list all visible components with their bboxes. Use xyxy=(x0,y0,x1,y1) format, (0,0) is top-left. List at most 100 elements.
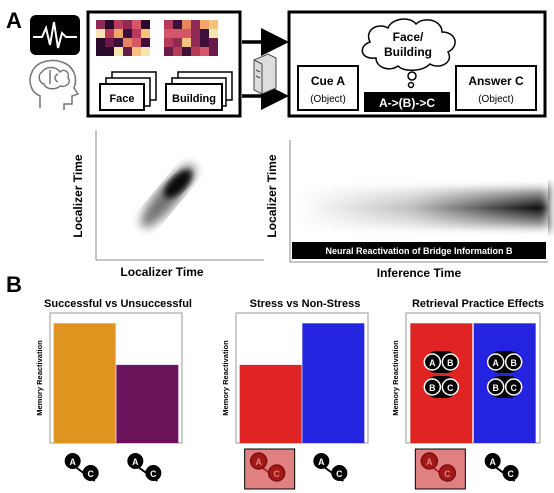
bar xyxy=(53,323,116,443)
memory-node-a xyxy=(423,353,442,371)
heatmap-cell xyxy=(182,20,191,29)
heatmap-cell xyxy=(114,29,123,38)
memory-node-b xyxy=(423,378,442,396)
heatmap-cell xyxy=(182,38,191,47)
stimulus-heatmap-building xyxy=(164,20,218,56)
heatmap-cell xyxy=(209,47,218,56)
heatmap-cell xyxy=(105,38,114,47)
plot2-ylabel: Localizer Time xyxy=(265,154,279,237)
heatmap-cell xyxy=(141,47,150,56)
a-to-c-icon: AC xyxy=(127,453,162,482)
heatmap-cell xyxy=(123,20,132,29)
memory-node-c xyxy=(145,465,162,481)
heatmap-cell xyxy=(191,20,200,29)
memory-node-label: B xyxy=(447,358,453,368)
heatmap-cell xyxy=(209,29,218,38)
answer-sub: (Object) xyxy=(478,94,514,105)
brain-head-icon xyxy=(29,59,80,110)
answer-box xyxy=(455,65,537,111)
heatmap-cell xyxy=(200,38,209,47)
memory-node-label: C xyxy=(273,469,280,479)
heatmap-cell xyxy=(182,29,191,38)
face-stimulus-stack: Face xyxy=(99,71,157,111)
answer-title: Answer C xyxy=(468,74,524,88)
plot2-xlabel: Inference Time xyxy=(377,266,462,280)
cue-sub: (Object) xyxy=(310,94,346,105)
heatmap-cell xyxy=(173,47,182,56)
chain-banner xyxy=(364,92,450,112)
memory-node-label: C xyxy=(444,469,451,479)
memory-node-c xyxy=(331,465,348,481)
bar xyxy=(302,323,365,443)
memory-node-label: C xyxy=(87,469,94,479)
memory-node-c xyxy=(438,464,457,482)
memory-node-label: A xyxy=(429,358,436,368)
heatmap-cell xyxy=(141,38,150,47)
heatmap-cell xyxy=(96,38,105,47)
memory-node-c xyxy=(82,465,99,481)
plot1-ylabel: Localizer Time xyxy=(71,154,85,237)
heatmap-cell xyxy=(114,38,123,47)
cue-box xyxy=(297,65,359,111)
plot-localizer-localizer xyxy=(95,130,264,261)
heatmap-cell xyxy=(123,38,132,47)
heatmap-cell xyxy=(164,38,173,47)
memory-node-label: A xyxy=(132,457,139,467)
memory-node-a xyxy=(486,353,505,371)
heatmap-cell xyxy=(105,47,114,56)
heatmap-cell xyxy=(209,38,218,47)
memory-node-label: C xyxy=(447,383,454,393)
a-to-c-icon: AC xyxy=(414,448,466,490)
heatmap-cell xyxy=(141,20,150,29)
heatmap-cell xyxy=(96,20,105,29)
memory-node-b xyxy=(441,353,460,371)
eeg-icon xyxy=(30,15,80,55)
thought-cloud xyxy=(361,18,456,89)
memory-node-c xyxy=(502,465,519,481)
heatmap-cell xyxy=(182,47,191,56)
memory-node-b xyxy=(486,378,505,396)
memory-node-a xyxy=(249,452,268,470)
memory-node-label: A xyxy=(492,358,499,368)
memory-node-label: B xyxy=(510,358,516,368)
heatmap-cell xyxy=(132,29,141,38)
face-label: Face xyxy=(109,93,134,105)
building-stimulus-stack: Building xyxy=(165,71,233,111)
heatmap-cell xyxy=(105,20,114,29)
heatmap-cell xyxy=(164,47,173,56)
panel-a-label: A xyxy=(6,8,22,33)
heatmap-cell xyxy=(132,38,141,47)
bar xyxy=(116,364,179,443)
memory-node-a xyxy=(420,452,439,470)
heatmap-cell xyxy=(191,29,200,38)
memory-node-label: A xyxy=(69,457,76,467)
heatmap-cell xyxy=(200,20,209,29)
a-to-c-icon: AC xyxy=(484,453,519,482)
server-icon xyxy=(253,53,277,95)
heatmap-cell xyxy=(209,20,218,29)
cue-title: Cue A xyxy=(311,74,346,88)
heatmap-cell xyxy=(200,47,209,56)
heatmap-cell xyxy=(96,47,105,56)
heatmap-cell xyxy=(173,38,182,47)
memory-node-a xyxy=(64,453,81,469)
memory-node-label: A xyxy=(318,457,325,467)
memory-node-label: A xyxy=(255,457,262,467)
memory-node-label: C xyxy=(510,383,517,393)
plot1-xlabel: Localizer Time xyxy=(120,265,203,279)
heatmap-cell xyxy=(132,47,141,56)
heatmap-cell xyxy=(114,20,123,29)
memory-node-label: C xyxy=(150,469,157,479)
heatmap-cell xyxy=(114,47,123,56)
memory-node-label: B xyxy=(492,383,498,393)
bridge-banner xyxy=(292,242,546,259)
memory-node-label: A xyxy=(489,457,496,467)
plot-inference-localizer xyxy=(289,140,548,263)
heatmap-cell xyxy=(191,47,200,56)
heatmap-cell xyxy=(164,20,173,29)
chart-title: Successful vs Unsuccessful xyxy=(44,298,192,310)
